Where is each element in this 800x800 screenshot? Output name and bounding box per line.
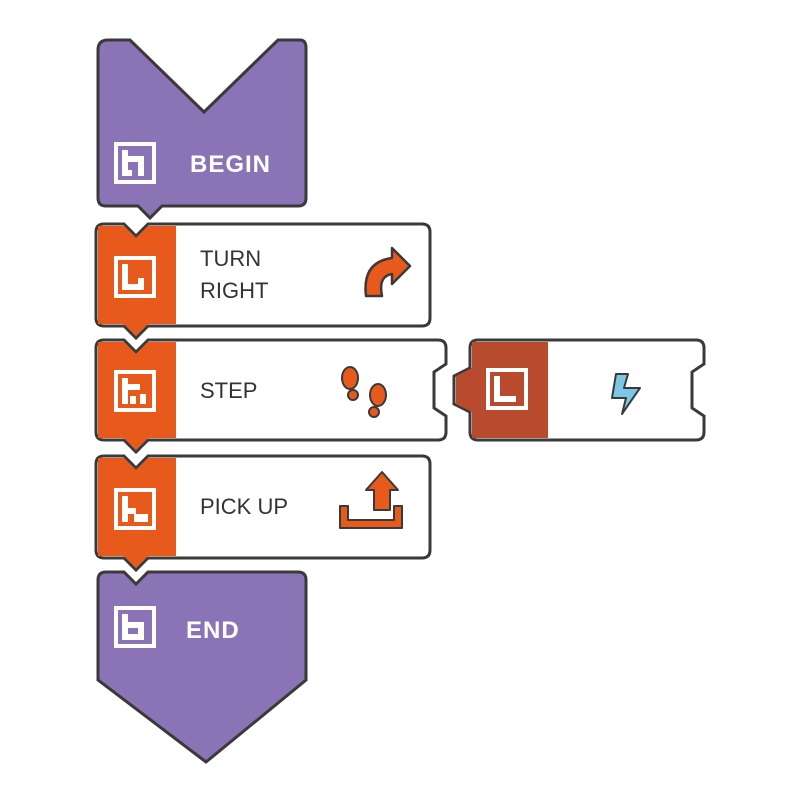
end-chip-icon: [114, 606, 156, 648]
begin-chip-icon: [114, 142, 156, 184]
parameter-block[interactable]: [452, 338, 706, 442]
turn-right-block[interactable]: TURN RIGHT: [94, 222, 432, 341]
pick-up-block[interactable]: PICK UP: [94, 454, 432, 573]
step-label: STEP: [200, 378, 257, 403]
begin-block-shape: [96, 38, 308, 221]
end-block[interactable]: END: [96, 570, 308, 764]
turn-chip-icon: [114, 256, 156, 298]
end-label: END: [186, 617, 240, 644]
step-block[interactable]: STEP: [94, 338, 448, 455]
turn-right-label-line1: TURN: [200, 246, 261, 271]
pick-up-label: PICK UP: [200, 494, 288, 519]
begin-label: BEGIN: [190, 151, 271, 178]
pick-up-block-shape: [94, 454, 432, 573]
turn-right-block-shape: [94, 222, 432, 341]
step-block-shape: [94, 338, 448, 455]
turn-right-label-line2: RIGHT: [200, 278, 268, 303]
end-block-shape: [96, 570, 308, 764]
step-chip-icon: [114, 370, 156, 412]
pick-up-chip-icon: [114, 488, 156, 530]
pick-up-tray-icon: [339, 471, 403, 529]
turn-right-arrow-icon: [364, 246, 412, 298]
footprints-icon: [341, 366, 387, 418]
begin-block[interactable]: BEGIN: [96, 38, 308, 221]
lightning-icon: [611, 373, 641, 415]
param-chip-icon: [486, 368, 528, 410]
